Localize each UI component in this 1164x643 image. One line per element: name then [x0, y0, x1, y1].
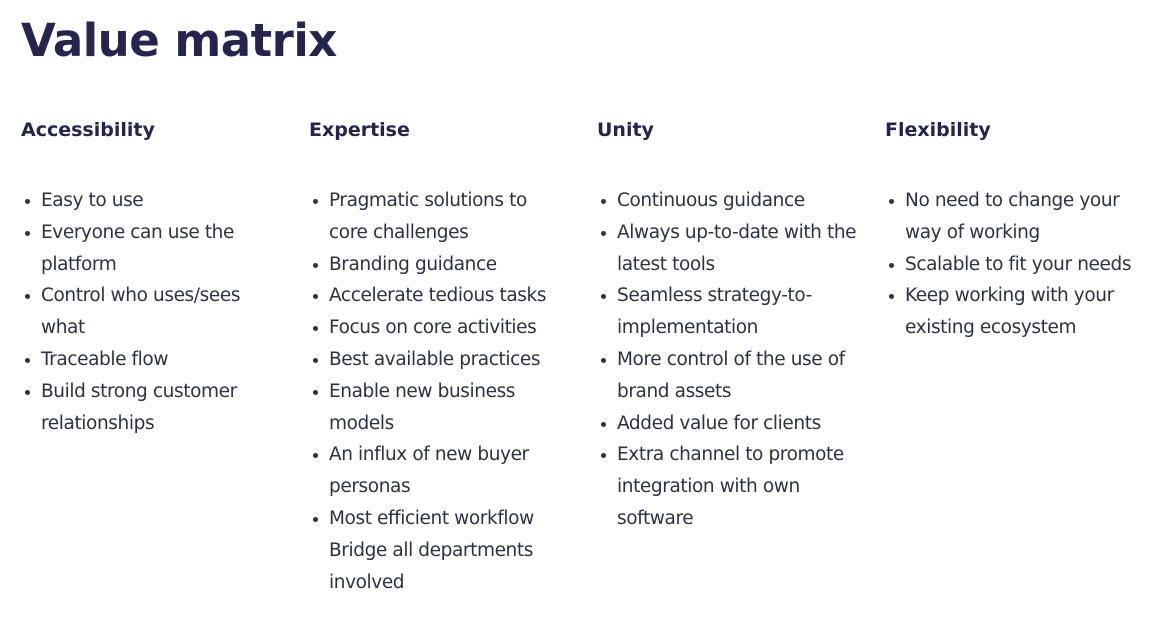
expertise-list: Pragmatic solutions to core challenges B… [309, 185, 569, 598]
list-item: Accelerate tedious tasks [313, 280, 569, 312]
column-heading-expertise: Expertise [309, 119, 410, 141]
list-item: Focus on core activities [313, 312, 569, 344]
list-item: Continuous guidance [601, 185, 857, 217]
list-item: Everyone can use the platform [25, 217, 281, 281]
accessibility-list: Easy to use Everyone can use the platfor… [21, 185, 281, 439]
flexibility-list: No need to change your way of working Sc… [885, 185, 1145, 344]
list-item: Branding guidance [313, 249, 569, 281]
list-item: No need to change your way of working [889, 185, 1145, 249]
list-item: Keep working with your existing ecosyste… [889, 280, 1145, 344]
list-item: Build strong customer relationships [25, 376, 281, 440]
value-matrix-page: Value matrix Accessibility Easy to use E… [21, 0, 1164, 643]
list-item: Most efficient workflow [313, 503, 569, 535]
list-item: Bridge all departments involved [329, 539, 533, 593]
list-item: More control of the use of brand assets [601, 344, 857, 408]
list-item: Scalable to fit your needs [889, 249, 1145, 281]
column-heading-accessibility: Accessibility [21, 119, 155, 141]
list-item: Control who uses/sees what [25, 280, 281, 344]
list-item: Extra channel to promote integration wit… [601, 439, 857, 534]
column-heading-flexibility: Flexibility [885, 119, 991, 141]
list-item: Added value for clients [601, 408, 857, 440]
list-item: Traceable flow [25, 344, 281, 376]
list-item: Enable new business models [313, 376, 569, 440]
list-item: Pragmatic solutions to core challenges [313, 185, 569, 249]
list-item: Always up-to-date with the latest tools [601, 217, 857, 281]
column-heading-unity: Unity [597, 119, 654, 141]
list-item: An influx of new buyer personas [313, 439, 569, 503]
column-flexibility: Flexibility No need to change your way o… [885, 118, 1145, 338]
column-unity: Unity Continuous guidance Always up-to-d… [597, 118, 857, 529]
list-item: Easy to use [25, 185, 281, 217]
column-accessibility: Accessibility Easy to use Everyone can u… [21, 118, 281, 434]
page-title: Value matrix [21, 14, 337, 67]
unity-list: Continuous guidance Always up-to-date wi… [597, 185, 857, 535]
list-item: Best available practices [313, 344, 569, 376]
list-item: Seamless strategy-to-implementation [601, 280, 857, 344]
column-expertise: Expertise Pragmatic solutions to core ch… [309, 118, 569, 593]
